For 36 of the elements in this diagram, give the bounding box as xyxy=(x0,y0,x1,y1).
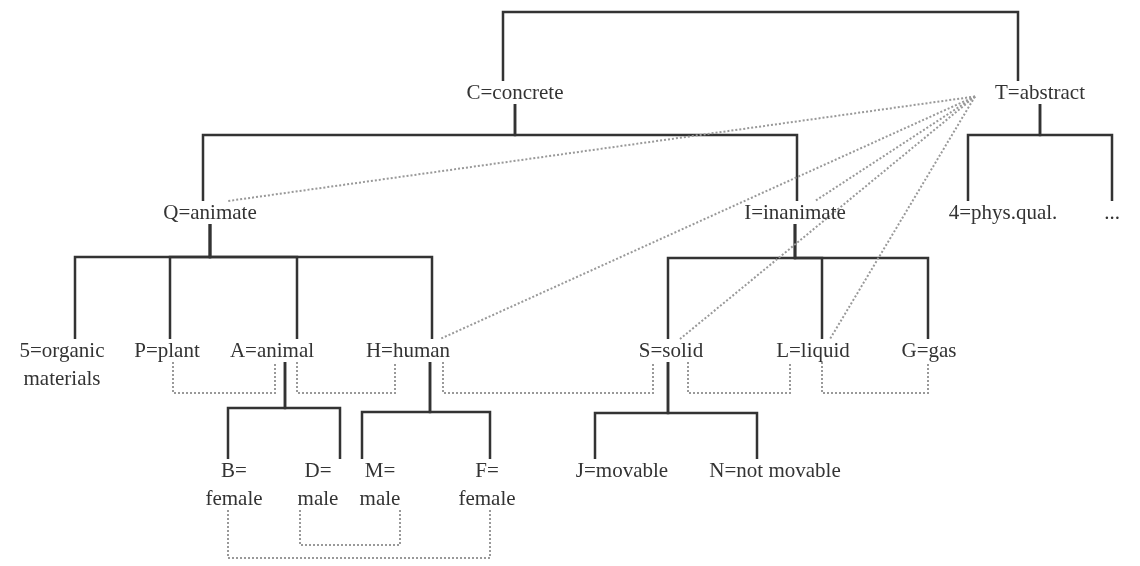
category-label: J=movable xyxy=(562,456,682,484)
tree-bracket-line xyxy=(501,10,1020,81)
dotted-link-line xyxy=(227,509,491,559)
dotted-link-line xyxy=(687,361,791,394)
tree-bracket-line xyxy=(513,104,799,201)
category-label: N=not movable xyxy=(695,456,855,484)
category-label: 5=organic materials xyxy=(7,336,117,392)
dotted-link-line xyxy=(829,95,976,340)
category-label: T=abstract xyxy=(975,78,1105,106)
category-label: D= male xyxy=(289,456,347,512)
category-label: ... xyxy=(1097,198,1127,226)
dotted-link-line xyxy=(299,509,401,546)
category-label: 4=phys.qual. xyxy=(933,198,1073,226)
category-label: H=human xyxy=(354,336,462,364)
tree-bracket-line xyxy=(208,224,434,339)
tree-bracket-line xyxy=(283,362,342,459)
tree-bracket-line xyxy=(666,362,759,459)
category-label: B= female xyxy=(198,456,270,512)
tree-bracket-line xyxy=(1038,104,1114,201)
category-label: Q=animate xyxy=(145,198,275,226)
tree-bracket-line xyxy=(793,224,930,339)
category-label: S=solid xyxy=(629,336,713,364)
category-label: I=inanimate xyxy=(730,198,860,226)
category-label: C=concrete xyxy=(445,78,585,106)
category-label: A=animal xyxy=(219,336,325,364)
category-label: G=gas xyxy=(892,336,966,364)
tree-bracket-line xyxy=(428,362,492,459)
category-label: L=liquid xyxy=(767,336,859,364)
dotted-link-line xyxy=(679,95,976,340)
category-label: P=plant xyxy=(124,336,210,364)
dotted-link-line xyxy=(821,361,929,394)
dotted-link-line xyxy=(172,361,276,394)
category-label: M= male xyxy=(351,456,409,512)
dotted-link-line xyxy=(442,361,654,394)
dotted-link-line xyxy=(296,361,396,394)
category-label: F= female xyxy=(451,456,523,512)
